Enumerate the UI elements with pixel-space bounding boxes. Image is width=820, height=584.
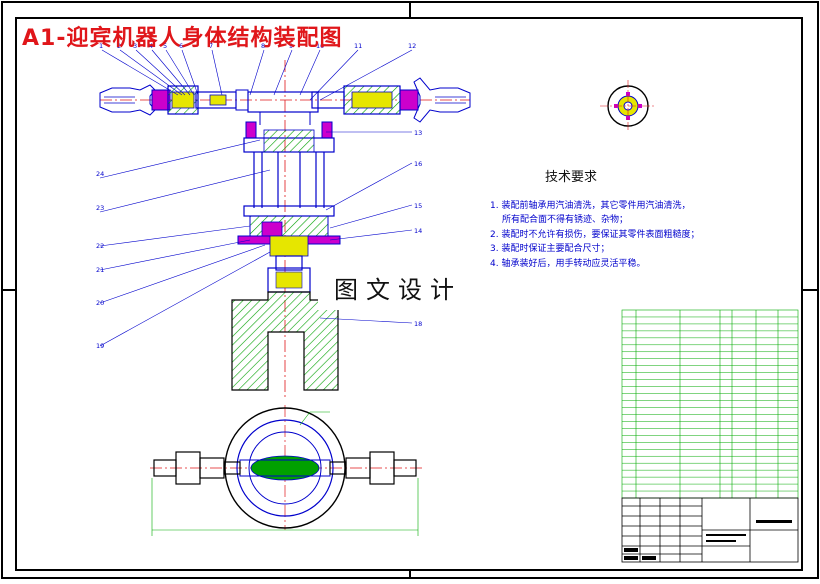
callout-1: 1 <box>99 42 103 50</box>
technical-note-4: 4. 轴承装好后，用手转动应灵活平稳。 <box>490 259 646 269</box>
torso-columns <box>253 152 325 208</box>
leader-lines <box>99 49 413 347</box>
base-block <box>231 291 339 391</box>
callout-15: 15 <box>414 202 422 210</box>
parts-list-rows <box>622 316 798 492</box>
left-hand <box>99 84 156 116</box>
callout-18: 18 <box>414 320 422 328</box>
callout-4: 4 <box>149 42 153 50</box>
callout-14: 14 <box>414 227 422 235</box>
callout-2: 2 <box>117 42 121 50</box>
callout-6: 6 <box>179 42 183 50</box>
callout-3: 3 <box>133 42 137 50</box>
waist-plate <box>243 205 335 217</box>
right-hand <box>413 77 471 123</box>
watermark-text: 图文设计 <box>318 270 498 310</box>
callout-23: 23 <box>96 204 104 212</box>
dimension-lines <box>151 411 419 536</box>
callout-7: 7 <box>209 42 213 50</box>
technical-note-1-cont: 所有配合面不得有锈迹、杂物； <box>502 215 629 225</box>
callout-12: 12 <box>408 42 416 50</box>
top-view <box>150 405 425 536</box>
callout-5: 5 <box>163 42 167 50</box>
callout-22: 22 <box>96 242 104 250</box>
callout-13: 13 <box>414 129 422 137</box>
technical-note-2: 2. 装配时不允许有损伤，要保证其零件表面粗糙度； <box>490 230 700 240</box>
callout-19: 19 <box>96 342 104 350</box>
callout-21: 21 <box>96 266 104 274</box>
technical-requirements-heading: 技术要求 <box>545 170 598 185</box>
callout-20: 20 <box>96 299 104 307</box>
callout-8: 8 <box>261 42 265 50</box>
shoulder-block <box>247 91 319 113</box>
callout-11: 11 <box>354 42 362 50</box>
callout-24: 24 <box>96 170 104 178</box>
parts-list-table <box>621 309 799 499</box>
technical-note-1: 1. 装配前轴承用汽油清洗，其它零件用汽油清洗， <box>490 201 691 211</box>
title-block <box>621 497 799 563</box>
callout-10: 10 <box>316 42 324 50</box>
right-forearm <box>311 91 345 109</box>
callout-numbers: 1 2 3 4 5 6 7 8 9 10 11 12 13 16 15 14 1… <box>96 42 422 350</box>
section-view <box>600 80 656 132</box>
drawing-title: A1-迎宾机器人身体结构装配图 <box>22 26 343 51</box>
front-view <box>99 60 471 400</box>
callout-9: 9 <box>289 42 293 50</box>
base-outer-circle <box>224 407 346 529</box>
title-block-fills <box>624 520 792 560</box>
technical-note-3: 3. 装配时保证主要配合尺寸； <box>490 244 610 254</box>
callout-16: 16 <box>414 160 422 168</box>
